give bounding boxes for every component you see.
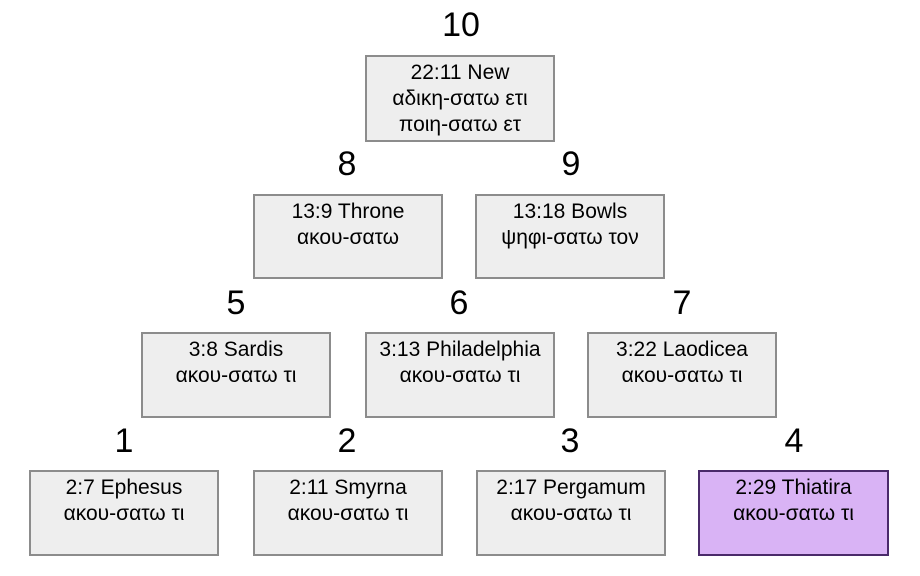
node-number-7: 7 — [672, 284, 692, 322]
node-ref: 2:7 Ephesus — [65, 476, 183, 499]
node-number-9: 9 — [561, 145, 581, 183]
node-ref: 22:11 New — [410, 61, 510, 84]
node-box-6: 3:13 Philadelphia ακου-σατω τι — [365, 332, 555, 418]
node-text: ακου-σατω τι — [63, 502, 185, 525]
node-number-3: 3 — [560, 422, 580, 460]
node-number-2: 2 — [337, 422, 357, 460]
node-ref: 13:18 Bowls — [512, 200, 628, 223]
node-number-8: 8 — [337, 145, 357, 183]
node-text: ποιη-σατω ετ — [398, 113, 522, 136]
node-ref: 3:13 Philadelphia — [379, 338, 541, 361]
node-text: ψηφι-σατω τον — [501, 226, 639, 249]
node-box-8: 13:9 Throne ακου-σατω — [253, 194, 443, 279]
node-text: αδικη-σατω ετι — [392, 87, 528, 110]
node-number-10: 10 — [442, 6, 480, 44]
node-text: ακου-σατω τι — [510, 502, 632, 525]
node-box-2: 2:11 Smyrna ακου-σατω τι — [253, 470, 443, 556]
node-number-5: 5 — [226, 284, 246, 322]
node-box-7: 3:22 Laodicea ακου-σατω τι — [587, 332, 777, 418]
node-text: ακου-σατω τι — [621, 364, 743, 387]
node-text: ακου-σατω — [296, 226, 400, 249]
node-ref: 3:8 Sardis — [188, 338, 284, 361]
node-box-10: 22:11 New αδικη-σατω ετι ποιη-σατω ετ — [365, 55, 555, 142]
node-text: ακου-σατω τι — [399, 364, 521, 387]
node-text: ακου-σατω τι — [287, 502, 409, 525]
node-ref: 2:29 Thiatira — [735, 476, 852, 499]
node-box-3: 2:17 Pergamum ακου-σατω τι — [476, 470, 666, 556]
node-ref: 2:17 Pergamum — [496, 476, 646, 499]
node-number-4: 4 — [784, 422, 804, 460]
node-box-4-highlighted: 2:29 Thiatira ακου-σατω τι — [698, 470, 889, 556]
node-number-6: 6 — [449, 284, 469, 322]
node-ref: 2:11 Smyrna — [289, 476, 407, 499]
node-text: ακου-σατω τι — [175, 364, 297, 387]
node-box-1: 2:7 Ephesus ακου-σατω τι — [29, 470, 219, 556]
node-ref: 13:9 Throne — [291, 200, 405, 223]
node-box-5: 3:8 Sardis ακου-σατω τι — [141, 332, 331, 418]
node-text: ακου-σατω τι — [733, 502, 854, 525]
node-ref: 3:22 Laodicea — [616, 338, 748, 361]
node-number-1: 1 — [114, 422, 134, 460]
node-box-9: 13:18 Bowls ψηφι-σατω τον — [475, 194, 665, 279]
